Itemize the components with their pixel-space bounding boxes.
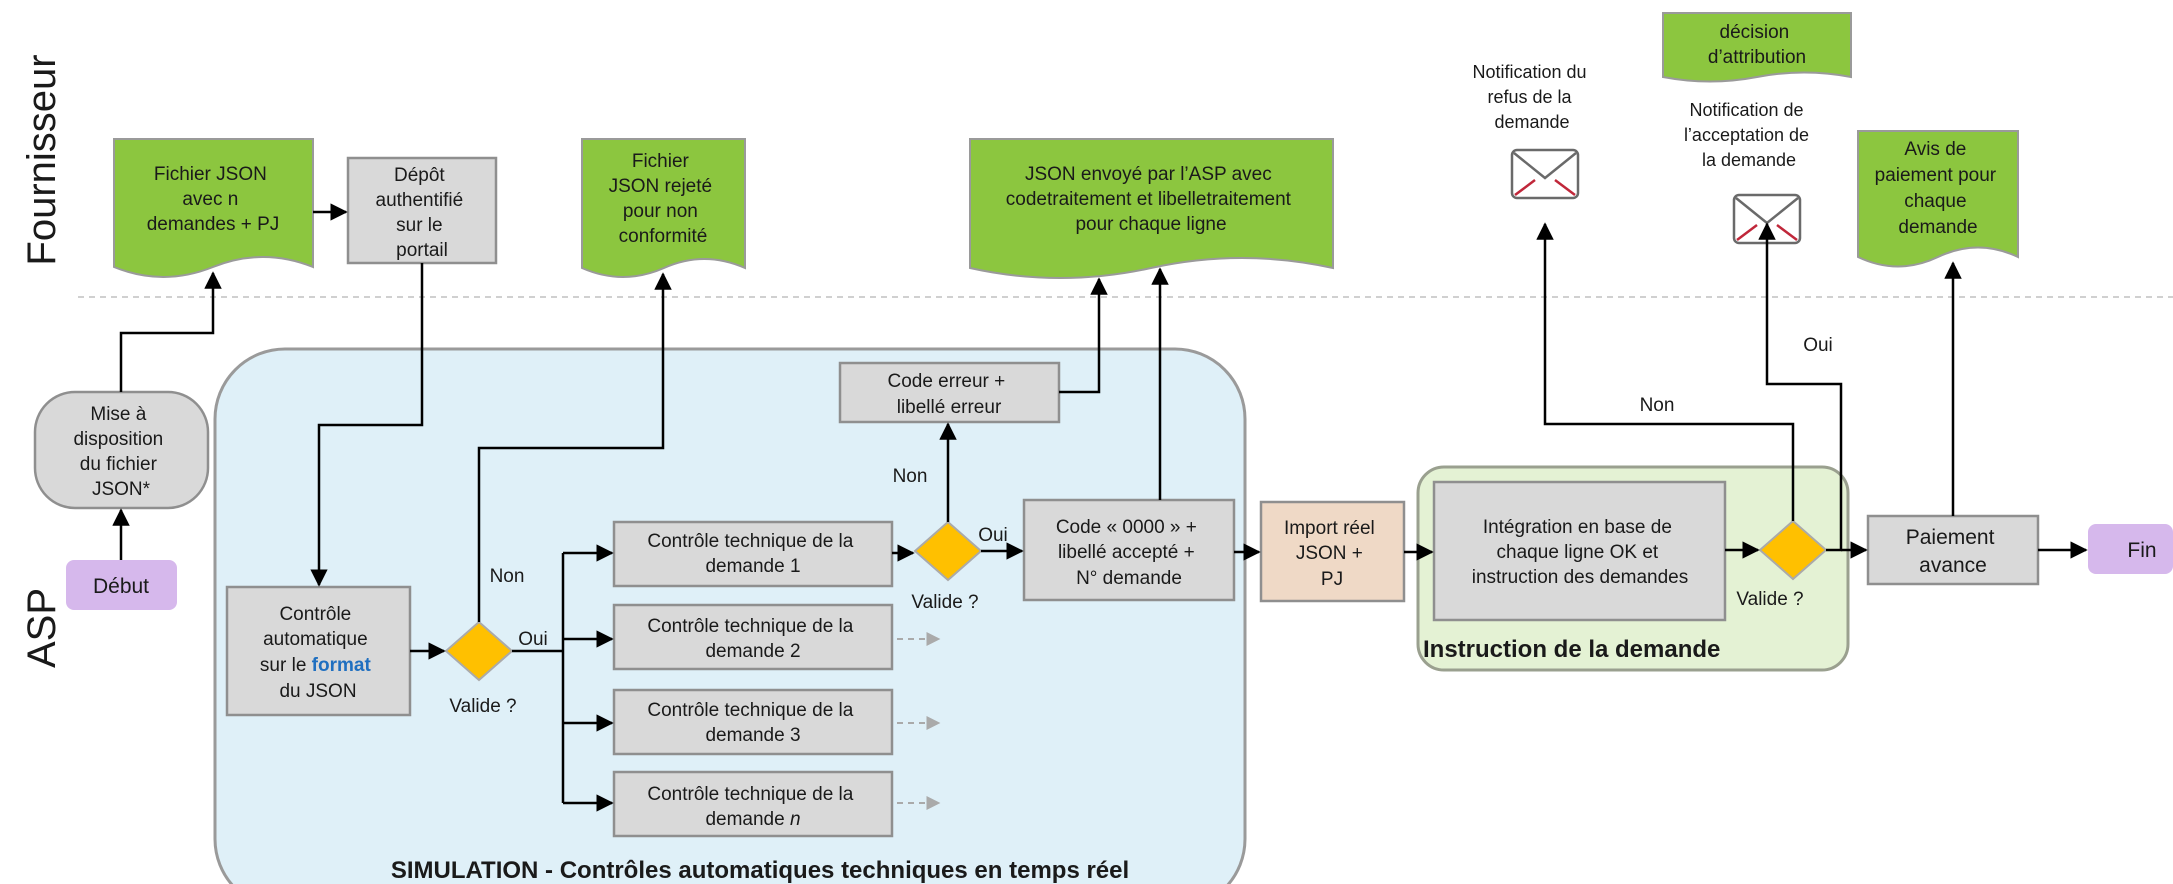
notification-acceptation-label: Notification de l’acceptation de la dema… xyxy=(1684,100,1814,170)
decision-3-diamond xyxy=(1758,519,1828,581)
lane-fournisseur-label: Fournisseur xyxy=(20,54,64,265)
arrow-diamond3-non xyxy=(1536,222,1795,521)
controle-3-box xyxy=(612,688,894,756)
edge-label-oui-3: Oui xyxy=(1803,335,1833,356)
depot-box xyxy=(346,156,498,265)
edge-label-non-1: Non xyxy=(490,566,525,587)
branch-oui-trunk xyxy=(512,553,565,803)
debut-terminal xyxy=(66,560,177,610)
arrow-erreur-to-json xyxy=(1059,277,1108,394)
fichier-json-label: Fichier JSON avec n demandes + PJ xyxy=(147,164,280,235)
decision-1-diamond xyxy=(444,620,514,682)
format-highlight: format xyxy=(312,655,372,676)
paiement-label: Paiement avance xyxy=(1906,526,2001,577)
fichier-rejete-document xyxy=(581,138,746,278)
controle-3-label: Contrôle technique de la demande 3 xyxy=(647,700,858,746)
lane-asp-label: ASP xyxy=(20,588,64,668)
json-envoye-label: JSON envoyé par l’ASP avec codetraitemen… xyxy=(1006,164,1296,235)
connectors xyxy=(112,203,2088,812)
decision-attribution-document xyxy=(1662,12,1852,83)
code-0000-box xyxy=(1022,498,1236,602)
arrow-diamond3-oui xyxy=(1758,222,1843,552)
arrow-depot-to-controle xyxy=(310,263,424,587)
avis-paiement-label: Avis de paiement pour chaque demande xyxy=(1875,139,2002,238)
arrow-mise-to-fichier xyxy=(119,271,222,392)
debut-label: Début xyxy=(93,575,149,598)
controle-2-label: Contrôle technique de la demande 2 xyxy=(647,616,858,662)
code-0000-label: Code « 0000 » + libellé accepté + N° dem… xyxy=(1056,517,1202,589)
fin-label: Fin xyxy=(2127,539,2156,562)
depot-label: Dépôt authentifié sur le portail xyxy=(376,165,469,261)
controle-1-label: Contrôle technique de la demande 1 xyxy=(647,531,858,577)
edge-label-oui-1: Oui xyxy=(518,629,548,650)
json-envoye-document xyxy=(969,138,1334,279)
paiement-box xyxy=(1866,514,2040,586)
instruction-region-label: Instruction de la demande xyxy=(1423,636,1720,663)
controle-2-box xyxy=(612,603,894,671)
decision-2-diamond xyxy=(913,520,983,582)
notification-refus-label: Notification du refus de la demande xyxy=(1472,62,1591,132)
decision-attribution-label: décision d’attribution xyxy=(1708,22,1806,68)
code-erreur-box xyxy=(838,361,1061,424)
controle-n-label: Contrôle technique de la demande n xyxy=(647,784,858,830)
fichier-json-document xyxy=(113,138,314,278)
edge-label-non-3: Non xyxy=(1640,395,1675,416)
arrow-diamond1-non xyxy=(477,272,672,622)
avis-paiement-document xyxy=(1857,130,2019,268)
decision-2-label: Valide ? xyxy=(911,592,978,613)
mail-refus-icon xyxy=(1510,148,1580,200)
simulation-region-label: SIMULATION - Contrôles automatiques tech… xyxy=(391,857,1129,884)
controle-auto-box xyxy=(225,585,412,717)
decision-1-label: Valide ? xyxy=(449,696,516,717)
code-erreur-label: Code erreur + libellé erreur xyxy=(887,371,1010,418)
edge-label-oui-2: Oui xyxy=(978,525,1008,546)
fin-terminal xyxy=(2088,524,2173,574)
mise-a-disposition-label: Mise à disposition du fichier JSON* xyxy=(73,404,168,500)
import-reel-label: Import réel JSON + PJ xyxy=(1284,518,1380,590)
integration-box xyxy=(1432,480,1727,622)
fichier-rejete-label: Fichier JSON rejeté pour non conformité xyxy=(609,151,718,247)
decision-3-label: Valide ? xyxy=(1736,589,1803,610)
integration-label: Intégration en base de chaque ligne OK e… xyxy=(1472,517,1689,588)
import-reel-box xyxy=(1259,500,1406,603)
edge-label-non-2: Non xyxy=(893,466,928,487)
controle-auto-label: Contrôle automatique sur le format du JS… xyxy=(260,604,376,702)
controle-n-box xyxy=(612,770,894,838)
